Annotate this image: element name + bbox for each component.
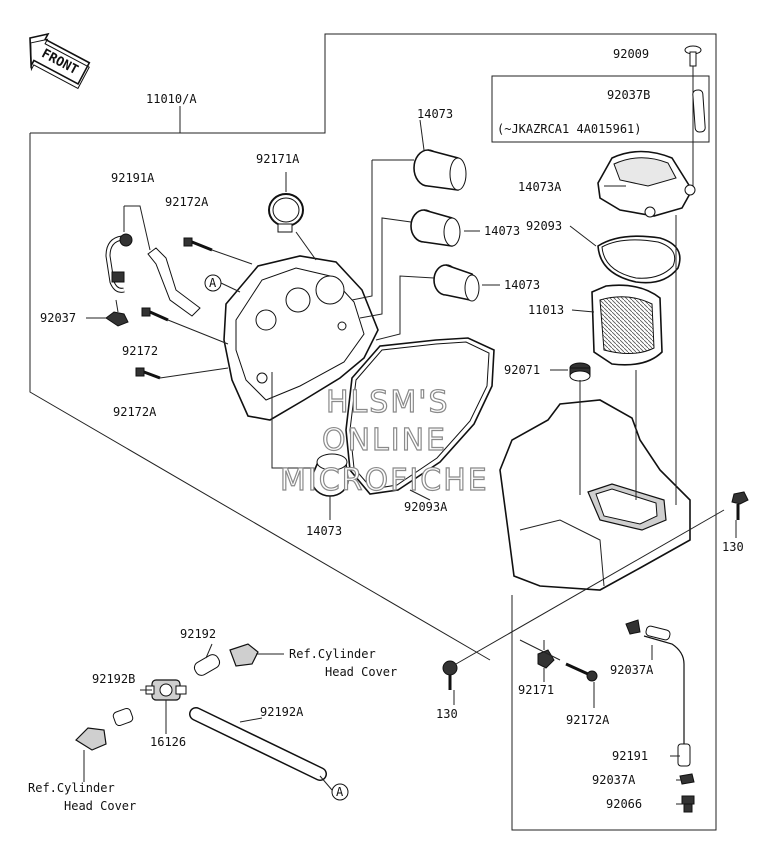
- label-92172a-bottom: 92172A: [566, 713, 610, 727]
- label-14073-top: 14073: [417, 107, 453, 121]
- filter-11013: [591, 284, 663, 366]
- note-box: [491, 75, 710, 143]
- gasket-92093a: [345, 337, 495, 495]
- clip-92171: [537, 640, 555, 669]
- marker-a-bottom: A: [331, 783, 349, 801]
- label-92037: 92037: [40, 311, 76, 325]
- label-92191a: 92191A: [111, 171, 155, 185]
- duct-14073-low: [375, 264, 480, 341]
- assembly-outline: [29, 33, 717, 831]
- screw-92172a-mid: [135, 367, 229, 380]
- label-130-right: 130: [722, 540, 744, 554]
- label-92066: 92066: [606, 797, 642, 811]
- label-92071: 92071: [504, 363, 540, 377]
- label-92037a-lower: 92037A: [592, 773, 636, 787]
- screw-92172a-top: [183, 237, 253, 265]
- label-ref-cylinder-2b: Head Cover: [64, 799, 136, 813]
- label-92192a: 92192A: [260, 705, 304, 719]
- hose-92192a: [189, 707, 333, 791]
- marker-a-top-label: A: [209, 276, 217, 290]
- gasket-92093: [597, 235, 681, 284]
- duct-14073-bottom: [271, 372, 349, 497]
- watermark-line-2: ONLINE: [322, 423, 447, 458]
- clamp-92171a: [268, 172, 317, 261]
- label-92009: 92009: [613, 47, 649, 61]
- label-ref-cylinder-1a: Ref.Cylinder: [289, 647, 376, 661]
- label-14073-mid: 14073: [484, 224, 520, 238]
- part-labels: 11010/A 92009 92037B (~JKAZRCA1 4A015961…: [28, 47, 744, 813]
- screw-92172: [141, 307, 229, 345]
- clamp-92037: [86, 299, 129, 327]
- duct-14073-top: [351, 149, 467, 301]
- pin-92037b: [692, 89, 706, 133]
- bolt-130-right: [455, 491, 749, 665]
- grommet-92071: [569, 362, 591, 382]
- duct-14073-mid: [359, 209, 461, 319]
- label-92037a-upper: 92037A: [610, 663, 654, 677]
- label-16126: 16126: [150, 735, 186, 749]
- label-92171: 92171: [518, 683, 554, 697]
- label-92037b: 92037B: [607, 88, 650, 102]
- upper-housing: [223, 255, 379, 421]
- clamp-92037a-upper: [625, 619, 641, 635]
- watermark-line-1: HLSM'S: [326, 385, 450, 420]
- hose-92191: [643, 625, 691, 767]
- label-92093a: 92093A: [404, 500, 448, 514]
- clamp-92037a-lower: [679, 773, 695, 785]
- front-arrow-badge: FRONT: [29, 32, 91, 90]
- hose-92191a: [105, 205, 201, 317]
- label-11010a: 11010/A: [146, 92, 197, 106]
- leader-lines: [83, 119, 737, 805]
- label-14073-low: 14073: [504, 278, 540, 292]
- watermark: HLSM'S ONLINE MICROFICHE: [279, 384, 489, 498]
- label-92172a-top: 92172A: [165, 195, 209, 209]
- marker-a-top: A: [204, 274, 241, 293]
- label-92192b: 92192B: [92, 672, 135, 686]
- screw-92172a-bottom: [519, 639, 598, 682]
- bolt-130-left: [442, 660, 458, 690]
- label-92172: 92172: [122, 344, 158, 358]
- lower-housing: [499, 215, 691, 591]
- label-ref-cylinder-1b: Head Cover: [325, 665, 397, 679]
- watermark-line-3: MICROFICHE: [280, 463, 489, 498]
- label-14073a: 14073A: [518, 180, 562, 194]
- label-92172a-mid: 92172A: [113, 405, 157, 419]
- label-92171a: 92171A: [256, 152, 300, 166]
- cover-14073a: [597, 150, 696, 218]
- plug-92066: [681, 795, 695, 813]
- label-92192: 92192: [180, 627, 216, 641]
- label-11013: 11013: [528, 303, 564, 317]
- label-serial-note: (~JKAZRCA1 4A015961): [497, 122, 642, 136]
- marker-a-bottom-label: A: [336, 785, 344, 799]
- bolt-92009: [684, 45, 702, 190]
- label-92093: 92093: [526, 219, 562, 233]
- label-14073-bottom: 14073: [306, 524, 342, 538]
- hose-92192b: [112, 707, 134, 727]
- fitting-ref-upper: [229, 643, 284, 667]
- label-130-left: 130: [436, 707, 458, 721]
- label-92191: 92191: [612, 749, 648, 763]
- fitting-ref-lower: [75, 727, 107, 751]
- hose-92192: [193, 643, 221, 676]
- label-ref-cylinder-2a: Ref.Cylinder: [28, 781, 115, 795]
